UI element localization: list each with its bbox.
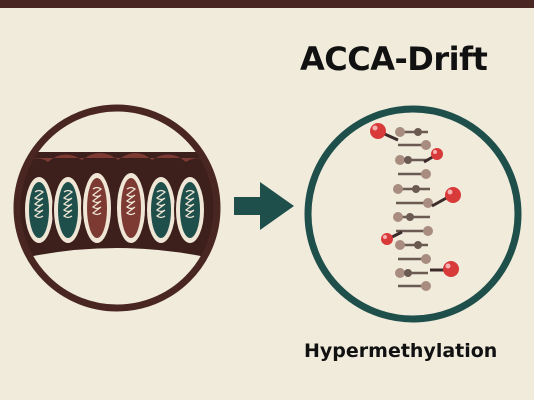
crypt-4	[115, 171, 147, 245]
methyl-group-3	[431, 187, 461, 208]
dna-nucleotides	[393, 127, 433, 291]
dna-methylation-icon	[304, 105, 522, 323]
diagram-title: ACCA-Drift	[300, 40, 488, 78]
methyl-group-5	[430, 261, 459, 277]
crypt-3	[81, 171, 113, 245]
methyl-group-1	[370, 123, 399, 142]
dna-nucleotides-dark	[404, 128, 422, 277]
tissue-circle-border	[13, 104, 221, 312]
crypt-2	[52, 175, 84, 245]
crypt-6	[174, 175, 206, 245]
crypt-1	[23, 175, 55, 245]
methyl-group-4	[381, 230, 403, 245]
methyl-group-2	[423, 148, 443, 164]
diagram-caption: Hypermethylation	[304, 340, 498, 362]
arrow-right-icon	[234, 182, 294, 230]
crypt-tissue-icon	[13, 104, 221, 312]
dna-circle-border	[304, 105, 522, 323]
crypt-5	[145, 175, 177, 245]
top-border-bar	[0, 0, 534, 8]
